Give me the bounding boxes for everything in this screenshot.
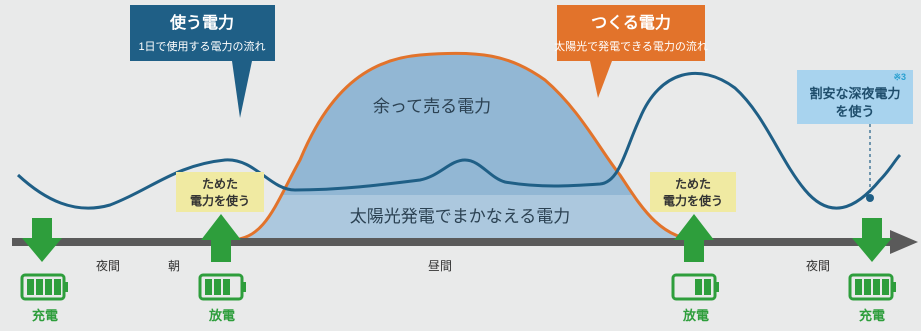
surplus-area <box>281 53 634 195</box>
label-night-left: 夜間 <box>96 258 120 273</box>
charge-left-label: 充電 <box>32 308 58 323</box>
battery-full-icon <box>20 273 68 301</box>
battery-low-icon <box>671 273 719 301</box>
use-callout-subtitle: 1日で使用する電力の流れ <box>138 39 265 53</box>
night-callout-line1: 割安な深夜電力 <box>809 86 900 101</box>
night-callout-note: ※3 <box>893 72 906 82</box>
discharge-up-arrow-icon <box>201 214 241 262</box>
stored-evening-line2: 電力を使う <box>663 193 723 208</box>
stored-evening-line1: ためた <box>675 177 711 191</box>
battery-full-icon <box>848 273 896 301</box>
make-callout-subtitle: 太陽光で発電できる電力の流れ <box>554 39 708 53</box>
use-callout-title: 使う電力 <box>169 13 234 32</box>
label-night-right: 夜間 <box>806 258 830 273</box>
discharge-evening-label: 放電 <box>682 308 709 323</box>
charge-down-arrow-icon <box>852 218 892 262</box>
label-morning: 朝 <box>168 259 180 273</box>
night-callout: ※3 割安な深夜電力 を使う <box>797 70 913 202</box>
night-callout-line2: を使う <box>835 104 874 119</box>
stored-morning-line1: ためた <box>202 177 238 191</box>
charge-down-arrow-icon <box>22 218 62 262</box>
discharge-morning-label: 放電 <box>208 308 235 323</box>
battery-charge-right: 充電 <box>848 218 896 323</box>
solar-production-line <box>229 51 701 242</box>
battery-partial-icon <box>198 273 246 301</box>
discharge-up-arrow-icon <box>674 214 714 262</box>
timeline-axis <box>12 238 892 246</box>
charge-right-label: 充電 <box>859 308 885 323</box>
stored-morning-line2: 電力を使う <box>190 193 250 208</box>
battery-discharge-evening: 放電 <box>671 214 719 323</box>
make-callout-title: つくる電力 <box>591 13 671 32</box>
make-callout: つくる電力 太陽光で発電できる電力の流れ <box>554 5 708 98</box>
battery-charge-left: 充電 <box>20 218 68 323</box>
usage-line <box>16 72 902 210</box>
stored-power-evening: ためた 電力を使う <box>650 172 736 212</box>
use-callout: 使う電力 1日で使用する電力の流れ <box>130 5 275 118</box>
label-daytime: 昼間 <box>428 259 452 273</box>
surplus-label: 余って売る電力 <box>373 97 491 116</box>
stored-power-morning: ためた 電力を使う <box>176 172 264 212</box>
solar-coverage-label: 太陽光発電でまかなえる電力 <box>350 207 571 226</box>
battery-discharge-morning: 放電 <box>198 214 246 323</box>
timeline-arrowhead <box>890 230 918 254</box>
